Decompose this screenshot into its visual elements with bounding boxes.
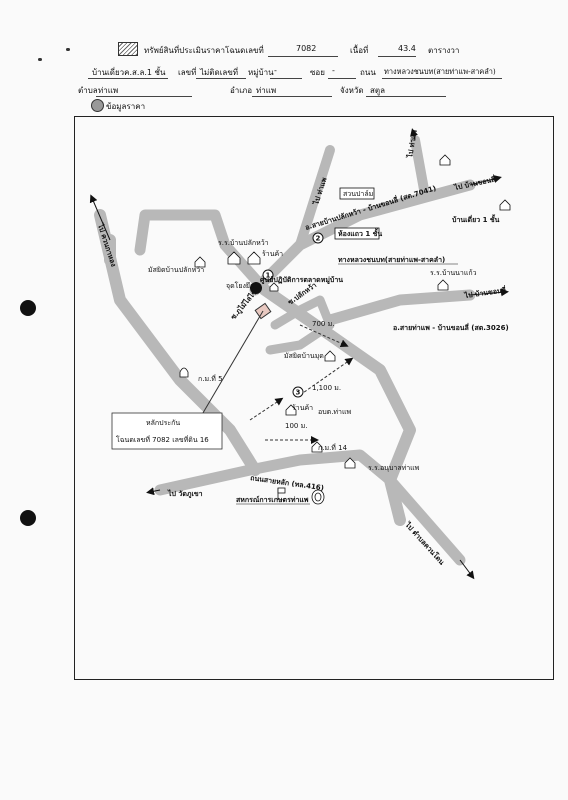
area-label: เนื้อที่: [350, 46, 369, 55]
label-dist-700: 700 ม.: [312, 320, 334, 328]
label-dist-1100: 1,100 ม.: [312, 384, 341, 392]
house-icon: [437, 279, 449, 291]
tambon-label: ตำบล: [78, 86, 98, 95]
road-416: [154, 449, 396, 496]
binding-hole-bottom: [20, 510, 36, 526]
road-3026: [324, 289, 476, 326]
label-dist-100: 100 ม.: [285, 422, 307, 430]
house-icon: [324, 350, 336, 362]
legend-text: ข้อมูลราคา: [106, 102, 146, 111]
header-title: ทรัพย์สินที่ประเมินราคาโฉนดเลขที่: [144, 46, 264, 55]
house-no-label: เลขที่: [178, 68, 197, 77]
moo-value: -: [274, 66, 277, 75]
svg-text:3: 3: [296, 389, 301, 397]
label-rental-room: ห้องแถว 1 ชั้น: [338, 227, 382, 238]
label-shop-2: ร้านค้า: [292, 404, 313, 412]
scan-mark: [38, 58, 42, 61]
emblem-icon: [311, 489, 325, 505]
road-bottom-right: [384, 474, 466, 566]
house-icon: [439, 154, 451, 166]
tambon-value: ท่าแพ: [98, 86, 119, 95]
scan-mark: [66, 48, 70, 51]
svg-text:2: 2: [316, 235, 321, 243]
label-km14: ก.ม.ที่ 14: [318, 443, 348, 452]
label-to-bankhonlee-right: ไป บ้านขอนลี่: [463, 284, 507, 300]
shrine-icon: [179, 367, 189, 378]
label-anuban-school: ร.ร.อนุบาลท่าแพ: [368, 464, 420, 472]
label-to-bankhonlee-top: ไป บ้านขอนลี่: [452, 174, 496, 193]
house-no-value: ไม่ติดเลขที่: [200, 68, 239, 77]
label-cooperative: สหกรณ์การเกษตรท่าแพ: [236, 495, 309, 504]
label-mosque-plak: มัสยิดบ้านปลักหว้า: [148, 266, 204, 274]
marker-2: 2: [312, 232, 324, 244]
label-shop-1: ร้านค้า: [262, 250, 283, 258]
landmark-dot: [250, 282, 262, 294]
road-7041: [249, 179, 476, 296]
road-left-vertical: [94, 209, 261, 476]
moo-label: หมู่บ้าน: [248, 68, 274, 77]
road-value: ทางหลวงชนบท(สายท่าแพ-สาคลำ): [384, 67, 496, 76]
hatched-legend-icon: [118, 42, 138, 56]
svg-text:1: 1: [266, 272, 271, 280]
amphoe-label: อำเภอ: [230, 86, 253, 95]
label-ban-na-school: ร.ร.บ้านนาแก้ว: [430, 269, 477, 277]
house-icon: [194, 256, 206, 268]
soi-value: -: [332, 66, 335, 75]
label-to-wat: ไป วัดภูเขา: [167, 489, 203, 499]
house-icon: [247, 251, 261, 265]
road-north-spur: [295, 145, 335, 250]
marker-3: 3: [292, 386, 304, 398]
label-tao: อบต.ท่าแพ: [318, 408, 351, 416]
flag-icon: [277, 487, 286, 500]
label-evidence-detail: โฉนดเลขที่ 7082 เลขที่ดิน 16: [116, 435, 209, 444]
building-type: บ้านเดี่ยวค.ส.ล.1 ชั้น: [92, 68, 166, 77]
label-rubber-garden: สวนปาล์ม: [343, 190, 373, 198]
amphoe-value: ท่าแพ: [256, 86, 277, 95]
house-icon: [499, 199, 511, 211]
label-ban-plak-school: ร.ร.บ้านปลักหว้า: [218, 239, 269, 247]
road-ne-spur: [410, 135, 430, 200]
house-icon: [285, 404, 297, 416]
map-frame: [74, 116, 554, 680]
province-value: สตูล: [370, 86, 385, 95]
price-data-legend-icon: [91, 99, 104, 112]
area-value: 43.4: [398, 44, 416, 53]
soi-label: ซอย: [310, 68, 325, 77]
label-evidence-title: หลักประกัน: [146, 419, 180, 427]
label-mosque-bankud: มัสยิดบ้านมุด: [284, 352, 324, 360]
label-rural-road: ทางหลวงชนบท(สายท่าแพ-สาคลำ): [338, 256, 445, 264]
area-unit: ตารางวา: [428, 46, 460, 55]
label-highway-416: ถนนสายหลัก (ทล.416): [250, 474, 325, 492]
road-soi-loop: [265, 295, 335, 355]
marker-1: 1: [262, 269, 274, 281]
road-plak-loop: [134, 209, 271, 296]
house-icon: [227, 251, 241, 265]
label-soi-left: ซ.ภูไม้ไล่ไข้: [229, 288, 260, 322]
house-icon: [344, 457, 356, 469]
house-icon: [311, 441, 323, 453]
binding-hole-top: [20, 300, 36, 316]
province-label: จังหวัด: [340, 86, 364, 95]
label-house-1-floor: บ้านเดี่ยว 1 ชั้น: [452, 213, 500, 224]
label-km5: ก.ม.ที่ 5: [198, 374, 223, 383]
label-road-3026: อ.สายท่าแพ - บ้านขอนลี่ (สต.3026): [393, 322, 509, 332]
house-icon: [269, 282, 279, 292]
deed-number: 7082: [296, 44, 317, 53]
label-watch-tower: จุดโยงยึด: [226, 281, 255, 290]
label-fresh-market: ศูนย์ปฏิบัติการตลาดหมู่บ้าน: [260, 275, 343, 285]
road-label: ถนน: [360, 68, 376, 77]
